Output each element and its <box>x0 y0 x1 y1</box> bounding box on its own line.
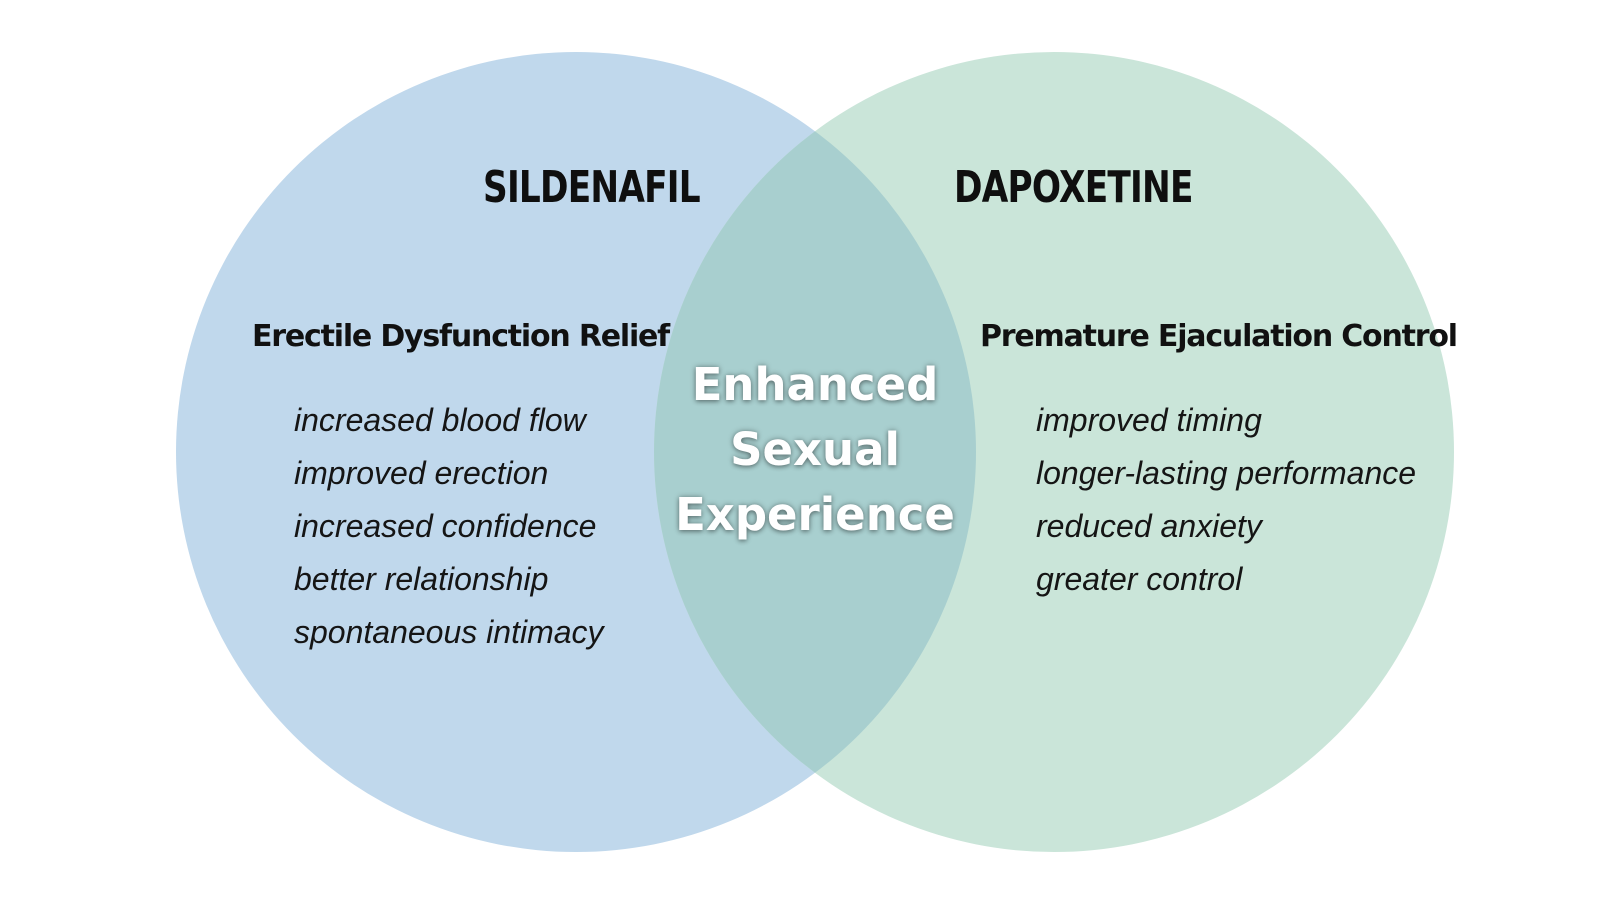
overlap-label-line: Sexual <box>730 423 900 476</box>
list-item: greater control <box>1036 561 1243 597</box>
list-item: reduced anxiety <box>1036 508 1262 544</box>
sildenafil-benefits-list: increased blood flow improved erection i… <box>294 394 604 659</box>
overlap-label-line: Enhanced <box>691 358 939 411</box>
dapoxetine-title: DAPOXETINE <box>954 162 1193 213</box>
sildenafil-title: SILDENAFIL <box>483 162 701 213</box>
dapoxetine-benefits-list: improved timing longer-lasting performan… <box>1036 394 1416 606</box>
list-item: improved erection <box>294 455 549 491</box>
list-item: increased blood flow <box>294 402 586 438</box>
overlap-label-line: Experience <box>675 488 955 541</box>
dapoxetine-subtitle: Premature Ejaculation Control <box>980 319 1458 354</box>
overlap-label: Enhanced Sexual Experience <box>655 352 975 547</box>
sildenafil-subtitle: Erectile Dysfunction Relief <box>252 319 670 354</box>
overlap-region <box>654 52 976 852</box>
list-item: improved timing <box>1036 402 1262 438</box>
list-item: increased confidence <box>294 508 597 544</box>
list-item: longer-lasting performance <box>1036 455 1417 491</box>
list-item: spontaneous intimacy <box>294 614 604 650</box>
list-item: better relationship <box>294 561 549 597</box>
